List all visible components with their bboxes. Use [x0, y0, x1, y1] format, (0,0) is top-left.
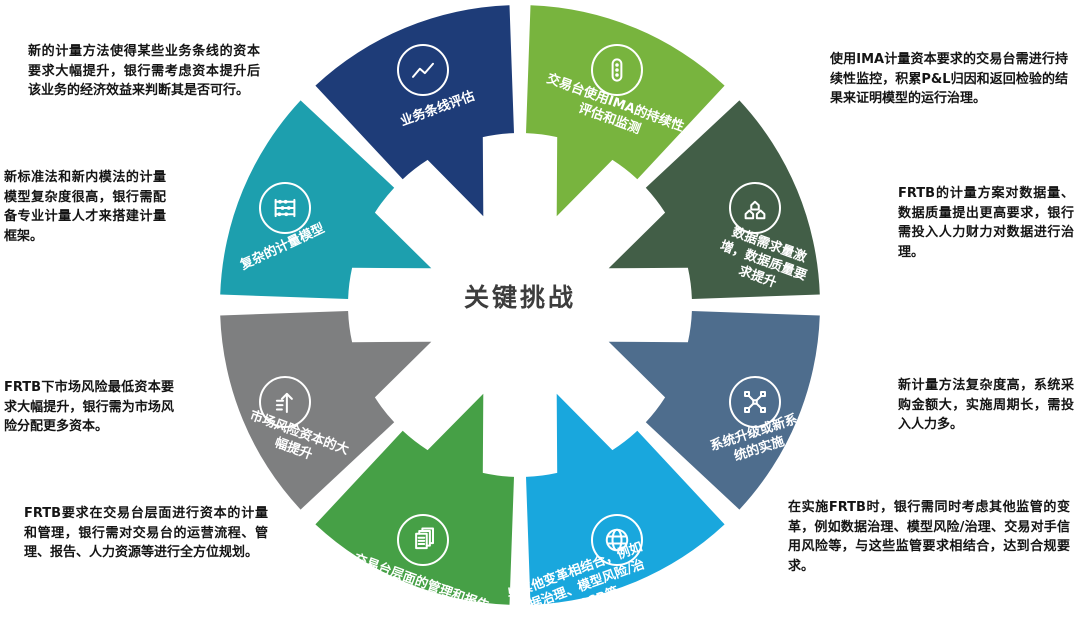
- desc-system-upgrade-implementation: 新计量方法复杂度高，系统采购金额大，实施周期长，需投入人力多。: [898, 378, 1074, 432]
- desc-data-demand-and-quality: FRTB的计量方案对数据量、数据质量提出更高要求，银行需投入人力财力对数据进行治…: [898, 186, 1074, 260]
- desc-ima-ongoing-monitoring: 使用IMA计量资本要求的交易台需进行持续性监控，积累P&L归因和返回检验的结果来…: [830, 52, 1068, 106]
- icon-badge-business-line-assessment: [397, 44, 449, 96]
- icon-badge-data-demand-and-quality: [729, 182, 781, 234]
- segment-shape-ima-ongoing-monitoring: [526, 5, 725, 217]
- icon-badge-market-risk-capital-increase: [259, 376, 311, 428]
- desc-desk-level-management-reporting: FRTB要求在交易台层面进行资本的计量和管理，银行需对交易台的运营流程、管理、报…: [24, 506, 268, 560]
- buildings-icon: [744, 200, 766, 220]
- segment-shape-business-line-assessment: [315, 5, 514, 217]
- upward-arrow-icon: [275, 392, 293, 413]
- desc-complex-measurement-models: 新标准法和新内模法的计量模型复杂度很高，银行需配备专业计量人才来搭建计量框架。: [4, 170, 166, 244]
- segment-shape-combine-with-other-changes: [526, 393, 725, 605]
- icon-badge-system-upgrade-implementation: [729, 376, 781, 428]
- abacus-icon: [274, 198, 296, 218]
- desc-market-risk-capital-increase: FRTB下市场风险最低资本要求大幅提升，银行需为市场风险分配更多资本。: [4, 380, 174, 434]
- segment-shape-complex-measurement-models: [220, 100, 432, 300]
- icon-badge-desk-level-management-reporting: [397, 514, 449, 566]
- documents-icon: [415, 527, 434, 550]
- segment-shape-desk-level-management-reporting: [315, 393, 514, 605]
- line-chart-icon: [412, 62, 434, 78]
- traffic-light-icon: [611, 58, 623, 82]
- segment-shape-data-demand-and-quality: [608, 100, 820, 300]
- desc-business-line-assessment: 新的计量方法使得某些业务条线的资本要求大幅提升，银行需考虑资本提升后该业务的经济…: [28, 44, 260, 98]
- desc-combine-with-other-changes: 在实施FRTB时，银行需同时考虑其他监管的变革，例如数据治理、模型风险/治理、交…: [788, 500, 1070, 574]
- icon-badge-ima-ongoing-monitoring: [591, 44, 643, 96]
- network-nodes-icon: [744, 391, 766, 413]
- diagram-title: 关键挑战: [463, 283, 577, 312]
- segment-shape-market-risk-capital-increase: [220, 311, 432, 510]
- globe-icon: [605, 528, 629, 552]
- icon-badge-complex-measurement-models: [259, 182, 311, 234]
- segment-shape-system-upgrade-implementation: [608, 311, 820, 510]
- icon-badge-combine-with-other-changes: [591, 514, 643, 566]
